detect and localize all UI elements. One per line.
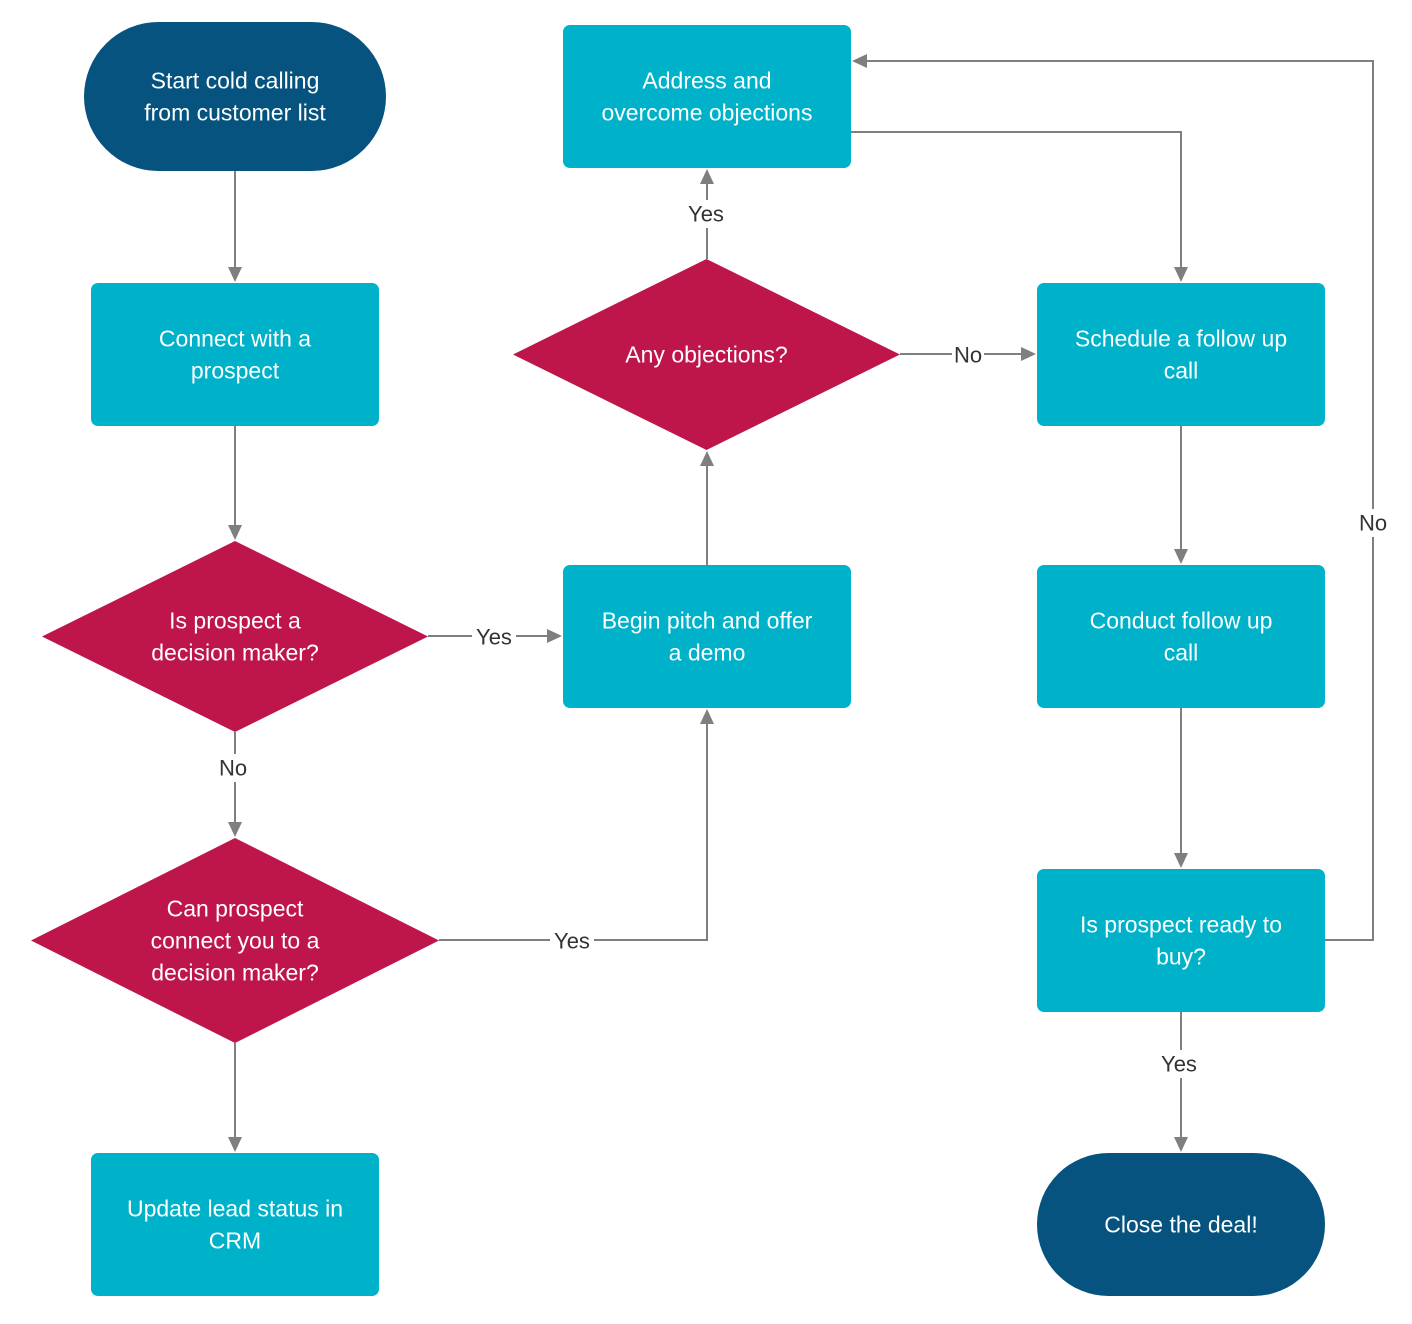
- edge-label-background: [217, 754, 249, 782]
- edge-label-text: Yes: [476, 625, 512, 650]
- node-label-line: CRM: [209, 1228, 261, 1254]
- node-label-line: connect you to a: [151, 928, 320, 954]
- connector-line: [439, 724, 708, 941]
- edge-label-isdm-pitch: Yes: [472, 623, 516, 651]
- edge-label-canconnect-pitch: Yes: [550, 927, 594, 955]
- edge-label-text: No: [954, 343, 982, 368]
- arrowhead: [700, 169, 714, 184]
- edge-label-background: [1357, 509, 1389, 537]
- edge-label-objections-address: Yes: [684, 200, 728, 228]
- node-schedule-followup: Schedule a follow up call: [1037, 283, 1325, 426]
- decision-diamond: [513, 259, 900, 450]
- node-label-line: Begin pitch and offer: [602, 608, 813, 634]
- edge-label-text: Yes: [1161, 1052, 1197, 1077]
- node-connect: Connect with a prospect: [91, 283, 379, 426]
- node-conduct-followup: Conduct follow up call: [1037, 565, 1325, 708]
- node-label-line: Close the deal!: [1104, 1212, 1257, 1238]
- arrowhead: [228, 525, 242, 540]
- node-ready-to-buy: Is prospect ready to buy?: [1037, 869, 1325, 1012]
- arrowhead: [700, 451, 714, 466]
- node-update-crm: Update lead status in CRM: [91, 1153, 379, 1296]
- node-label-line: Update lead status in: [127, 1196, 343, 1222]
- edge-label-ready-address: No: [1357, 509, 1389, 537]
- node-label-line: Start cold calling: [151, 68, 320, 94]
- edge-label-isdm-canconnect: No: [217, 754, 249, 782]
- node-start: Start cold calling from customer list: [84, 22, 386, 171]
- process-box: [91, 1153, 379, 1296]
- arrowhead: [852, 54, 867, 68]
- arrowhead: [547, 629, 562, 643]
- node-any-objections: Any objections?: [513, 259, 900, 450]
- node-label-line: from customer list: [144, 100, 326, 126]
- connector-schedule-conduct: [1174, 426, 1188, 564]
- connector-canconnect-crm: [228, 1043, 242, 1152]
- arrowhead: [228, 267, 242, 282]
- edge-label-ready-close: Yes: [1157, 1050, 1201, 1078]
- edge-label-objections-schedule: No: [952, 341, 984, 369]
- terminal-shape: [1037, 1153, 1325, 1296]
- node-label-line: a demo: [669, 640, 746, 666]
- edge-label-text: Yes: [688, 202, 724, 227]
- arrowhead: [1021, 347, 1036, 361]
- connector-canconnect-pitch: [439, 709, 714, 941]
- node-label-line: decision maker?: [151, 640, 318, 666]
- process-box: [563, 565, 851, 708]
- connector-connect-isdm: [228, 426, 242, 540]
- edge-label-background: [1157, 1050, 1201, 1078]
- connector-line: [867, 60, 1374, 941]
- decision-diamond: [31, 838, 439, 1043]
- node-can-connect: Can prospect connect you to a decision mak…: [31, 838, 439, 1043]
- node-label-line: Is prospect ready to: [1080, 912, 1282, 938]
- node-close-deal: Close the deal!: [1037, 1153, 1325, 1296]
- node-is-decision-maker: Is prospect a decision maker?: [42, 541, 428, 732]
- connector-line: [851, 131, 1182, 267]
- arrowhead: [228, 822, 242, 837]
- decision-diamond: [42, 541, 428, 732]
- node-label-line: Can prospect: [167, 896, 304, 922]
- arrowhead: [1174, 267, 1188, 282]
- arrowhead: [228, 1137, 242, 1152]
- process-box: [1037, 565, 1325, 708]
- connector-pitch-objections: [700, 451, 714, 565]
- process-box: [1037, 869, 1325, 1012]
- process-box: [91, 283, 379, 426]
- arrowhead: [1174, 853, 1188, 868]
- node-label-line: call: [1164, 358, 1199, 384]
- edge-label-text: Yes: [554, 929, 590, 954]
- arrowhead: [1174, 1137, 1188, 1152]
- connector-isdm-canconnect: [228, 732, 242, 837]
- node-address-objections: Address and overcome objections: [563, 25, 851, 168]
- node-begin-pitch: Begin pitch and offer a demo: [563, 565, 851, 708]
- arrowhead: [700, 709, 714, 724]
- node-label-line: overcome objections: [602, 100, 813, 126]
- edge-label-background: [952, 341, 984, 369]
- process-box: [1037, 283, 1325, 426]
- connector-conduct-ready: [1174, 708, 1188, 868]
- node-label-line: decision maker?: [151, 960, 318, 986]
- node-label-line: Address and: [642, 68, 771, 94]
- terminal-shape: [84, 22, 386, 171]
- edge-label-background: [550, 927, 594, 955]
- node-label-line: Connect with a: [159, 326, 311, 352]
- edge-label-background: [472, 623, 516, 651]
- process-box: [563, 25, 851, 168]
- node-label-line: Any objections?: [625, 342, 787, 368]
- connector-address-schedule: [851, 131, 1188, 282]
- node-label-line: Conduct follow up: [1090, 608, 1273, 634]
- edge-label-background: [684, 200, 728, 228]
- connector-start-connect: [228, 171, 242, 282]
- edge-label-text: No: [1359, 511, 1387, 536]
- connector-ready-close: [1174, 1012, 1188, 1152]
- node-label-line: buy?: [1156, 944, 1206, 970]
- arrowhead: [1174, 549, 1188, 564]
- node-label-line: prospect: [191, 358, 280, 384]
- connector-ready-address: [852, 54, 1374, 941]
- node-label-line: call: [1164, 640, 1199, 666]
- node-label-line: Schedule a follow up: [1075, 326, 1287, 352]
- node-label-line: Is prospect a: [169, 608, 301, 634]
- nodes-layer: Start cold calling from customer listConn…: [31, 22, 1325, 1296]
- edge-label-text: No: [219, 756, 247, 781]
